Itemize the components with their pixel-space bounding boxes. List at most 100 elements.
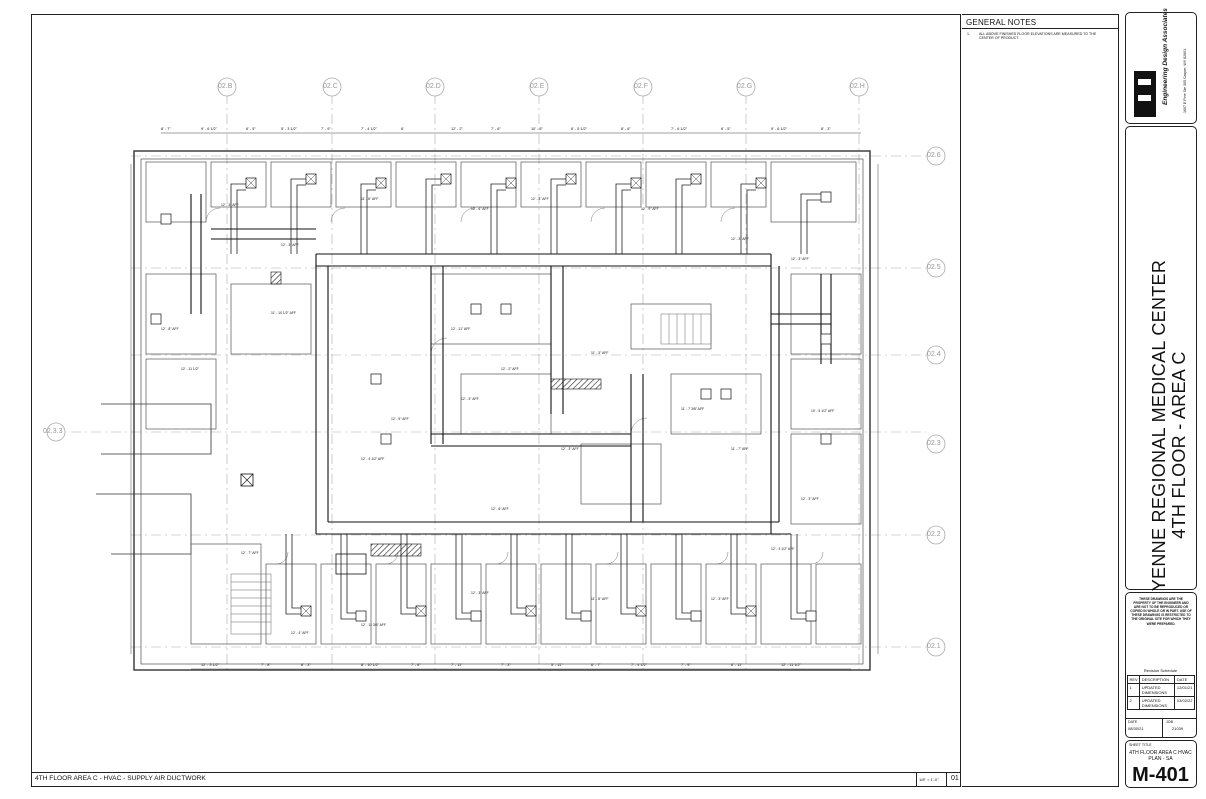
title-bar-rule	[31, 772, 961, 773]
svg-text:7' - 8": 7' - 8"	[261, 663, 271, 667]
svg-text:10' - 5": 10' - 5"	[531, 127, 543, 131]
sheet-number: M-401	[1132, 764, 1189, 786]
svg-text:12' - 3 1/2" AFF: 12' - 3 1/2" AFF	[771, 547, 794, 551]
svg-text:12' - 8" AFF: 12' - 8" AFF	[161, 327, 179, 331]
sheet-title-label: SHEET TITLE	[1129, 743, 1152, 747]
svg-text:8' - 6": 8' - 6"	[621, 127, 631, 131]
revision-schedule-title: Revision Schedule	[1143, 668, 1178, 673]
svg-text:7' - 11": 7' - 11"	[451, 663, 463, 667]
svg-text:11' - 3" AFF: 11' - 3" AFF	[591, 351, 608, 355]
grid-label-row: 02.3	[927, 440, 941, 447]
floor-plan: 8' - 7" 9' - 6 1/2" 6' - 5" 5' - 3 1/2" 7' …	[46, 77, 946, 674]
firm-logo-box: Engineering Design Associates 1607 E Pin…	[1125, 8, 1197, 124]
svg-text:12' - 11" AFF: 12' - 11" AFF	[451, 327, 470, 331]
svg-text:12' - 3" AFF: 12' - 3" AFF	[561, 447, 579, 451]
grid-label-column: 02.D	[426, 83, 441, 90]
svg-text:11' - 7 3/8" AFF: 11' - 7 3/8" AFF	[681, 407, 704, 411]
revision-number: 2	[1126, 696, 1141, 710]
svg-text:5' - 3 1/2": 5' - 3 1/2"	[281, 127, 298, 131]
firm-address: 1607 E Pine Ste 305 Casper, WY 82601	[1183, 48, 1187, 113]
grid-label-column: 02.H	[850, 83, 865, 90]
job-label: JOB	[1166, 720, 1173, 724]
svg-text:12' - 2": 12' - 2"	[451, 127, 463, 131]
note-number: 1.	[967, 32, 970, 36]
svg-text:7' - 8": 7' - 8"	[411, 663, 421, 667]
svg-text:11' - 6" AFF: 11' - 6" AFF	[361, 197, 378, 201]
svg-text:12' - 11 3/4" AFF: 12' - 11 3/4" AFF	[361, 623, 386, 627]
grid-label-row: 02.6	[927, 152, 941, 159]
svg-text:6' - 11": 6' - 11"	[731, 663, 743, 667]
drawing-title: 4TH FLOOR AREA C - HVAC - SUPPLY AIR DUC…	[35, 775, 206, 782]
grid-label-row: 02.2	[927, 531, 941, 538]
sheet-number-box: SHEET TITLE 4TH FLOOR AREA C HVAC PLAN -…	[1125, 740, 1197, 788]
svg-text:6' - 5": 6' - 5"	[246, 127, 256, 131]
svg-text:6' - 5 1/2": 6' - 5 1/2"	[571, 127, 588, 131]
note-text: ALL ABOVE FINISHED FLOOR ELEVATIONS ARE …	[979, 32, 1097, 41]
svg-text:8' - 7": 8' - 7"	[161, 127, 171, 131]
info-divider	[1162, 718, 1163, 738]
grid-label-column: 02.C	[323, 83, 338, 90]
grid-label-column: 02.G	[737, 83, 753, 90]
svg-text:12' - 3" AFF: 12' - 3" AFF	[281, 243, 299, 247]
svg-text:7' - 9": 7' - 9"	[321, 127, 331, 131]
svg-text:12' - 3" AFF: 12' - 3" AFF	[461, 397, 479, 401]
drawing-number: 01	[951, 775, 959, 782]
notes-divider	[962, 28, 1118, 29]
svg-text:10' - 5 1/2" AFF: 10' - 5 1/2" AFF	[811, 409, 834, 413]
svg-text:6' - 5": 6' - 5"	[721, 127, 731, 131]
general-notes-panel: GENERAL NOTES 1. ALL ABOVE FINISHED FLOO…	[962, 14, 1119, 787]
svg-text:11' - 10 1/2" AFF: 11' - 10 1/2" AFF	[271, 311, 296, 315]
title-bar-divider	[946, 772, 947, 786]
svg-text:7' - 4 1/2": 7' - 4 1/2"	[631, 663, 648, 667]
svg-text:12' - 6" AFF: 12' - 6" AFF	[471, 207, 489, 211]
revision-date: 03/02/22	[1174, 696, 1195, 710]
drawing-area	[31, 14, 961, 787]
firm-name: Engineering Design Associates	[1162, 8, 1169, 105]
revision-header-cell: DESCRIPTION	[1139, 675, 1176, 684]
svg-text:6': 6'	[401, 127, 404, 131]
project-title-box: CHEYENNE REGIONAL MEDICAL CENTER 4TH FLO…	[1125, 126, 1197, 630]
svg-text:7' - 9": 7' - 9"	[681, 663, 691, 667]
svg-text:12' - 3" AFF: 12' - 3" AFF	[801, 497, 819, 501]
revision-row: 1 UPDATED DIMENSIONS 12/01/21	[1126, 683, 1195, 697]
svg-text:12' - 6" AFF: 12' - 6" AFF	[491, 507, 509, 511]
revision-header-cell: REV	[1126, 675, 1141, 684]
revision-header-row: REV DESCRIPTION DATE	[1126, 675, 1195, 684]
svg-text:11' - 8" AFF: 11' - 8" AFF	[591, 597, 608, 601]
grid-label-column: 02.B	[218, 83, 233, 90]
revision-row: 2 UPDATED DIMENSIONS 03/02/22	[1126, 696, 1195, 710]
disclaimer-text: THESE DRAWINGS ARE THE PROPERTY OF THE E…	[1130, 597, 1192, 626]
svg-text:12' - 3 1/2": 12' - 3 1/2"	[201, 663, 220, 667]
firm-logo-icon	[1134, 71, 1156, 117]
svg-text:12' - 11 1/2": 12' - 11 1/2"	[781, 663, 802, 667]
grid-label-row: 02.4	[927, 351, 941, 358]
svg-text:8' - 3": 8' - 3"	[821, 127, 831, 131]
notes-title: GENERAL NOTES	[966, 18, 1037, 27]
issue-date: 08/30/21	[1128, 726, 1144, 731]
svg-text:12' - 3" AFF: 12' - 3" AFF	[531, 197, 549, 201]
revision-number: 1	[1126, 683, 1141, 697]
svg-text:12' - 3" AFF: 12' - 3" AFF	[731, 237, 749, 241]
grid-label-extra: 02.3.3	[43, 428, 63, 435]
revision-info-box: THESE DRAWINGS ARE THE PROPERTY OF THE E…	[1125, 592, 1197, 738]
revision-date: 12/01/21	[1174, 683, 1195, 697]
revision-description: UPDATED DIMENSIONS	[1139, 683, 1176, 697]
svg-text:12' - 11 1/2": 12' - 11 1/2"	[181, 367, 200, 371]
svg-text:7' - 6 1/2": 7' - 6 1/2"	[671, 127, 688, 131]
revision-description: UPDATED DIMENSIONS	[1139, 696, 1176, 710]
svg-text:9' - 6 1/2": 9' - 6 1/2"	[771, 127, 788, 131]
svg-text:11' - 7" AFF: 11' - 7" AFF	[731, 447, 748, 451]
svg-text:5' - 11": 5' - 11"	[551, 663, 563, 667]
grid-label-column: 02.F	[634, 83, 649, 90]
svg-text:12' - 3" AFF: 12' - 3" AFF	[221, 203, 239, 207]
svg-text:12' - 5" AFF: 12' - 5" AFF	[391, 417, 409, 421]
drawing-scale: 1/8" = 1'-0"	[919, 777, 939, 782]
svg-text:12' - 2" AFF: 12' - 2" AFF	[501, 367, 519, 371]
svg-text:12' - 7" AFF: 12' - 7" AFF	[241, 551, 259, 555]
svg-text:8' - 3": 8' - 3"	[301, 663, 311, 667]
svg-text:7' - 6": 7' - 6"	[491, 127, 501, 131]
job-number: 21039	[1172, 726, 1184, 731]
svg-text:12' - 3" AFF: 12' - 3" AFF	[711, 597, 729, 601]
revision-table: REV DESCRIPTION DATE 1 UPDATED DIMENSION…	[1126, 675, 1195, 710]
